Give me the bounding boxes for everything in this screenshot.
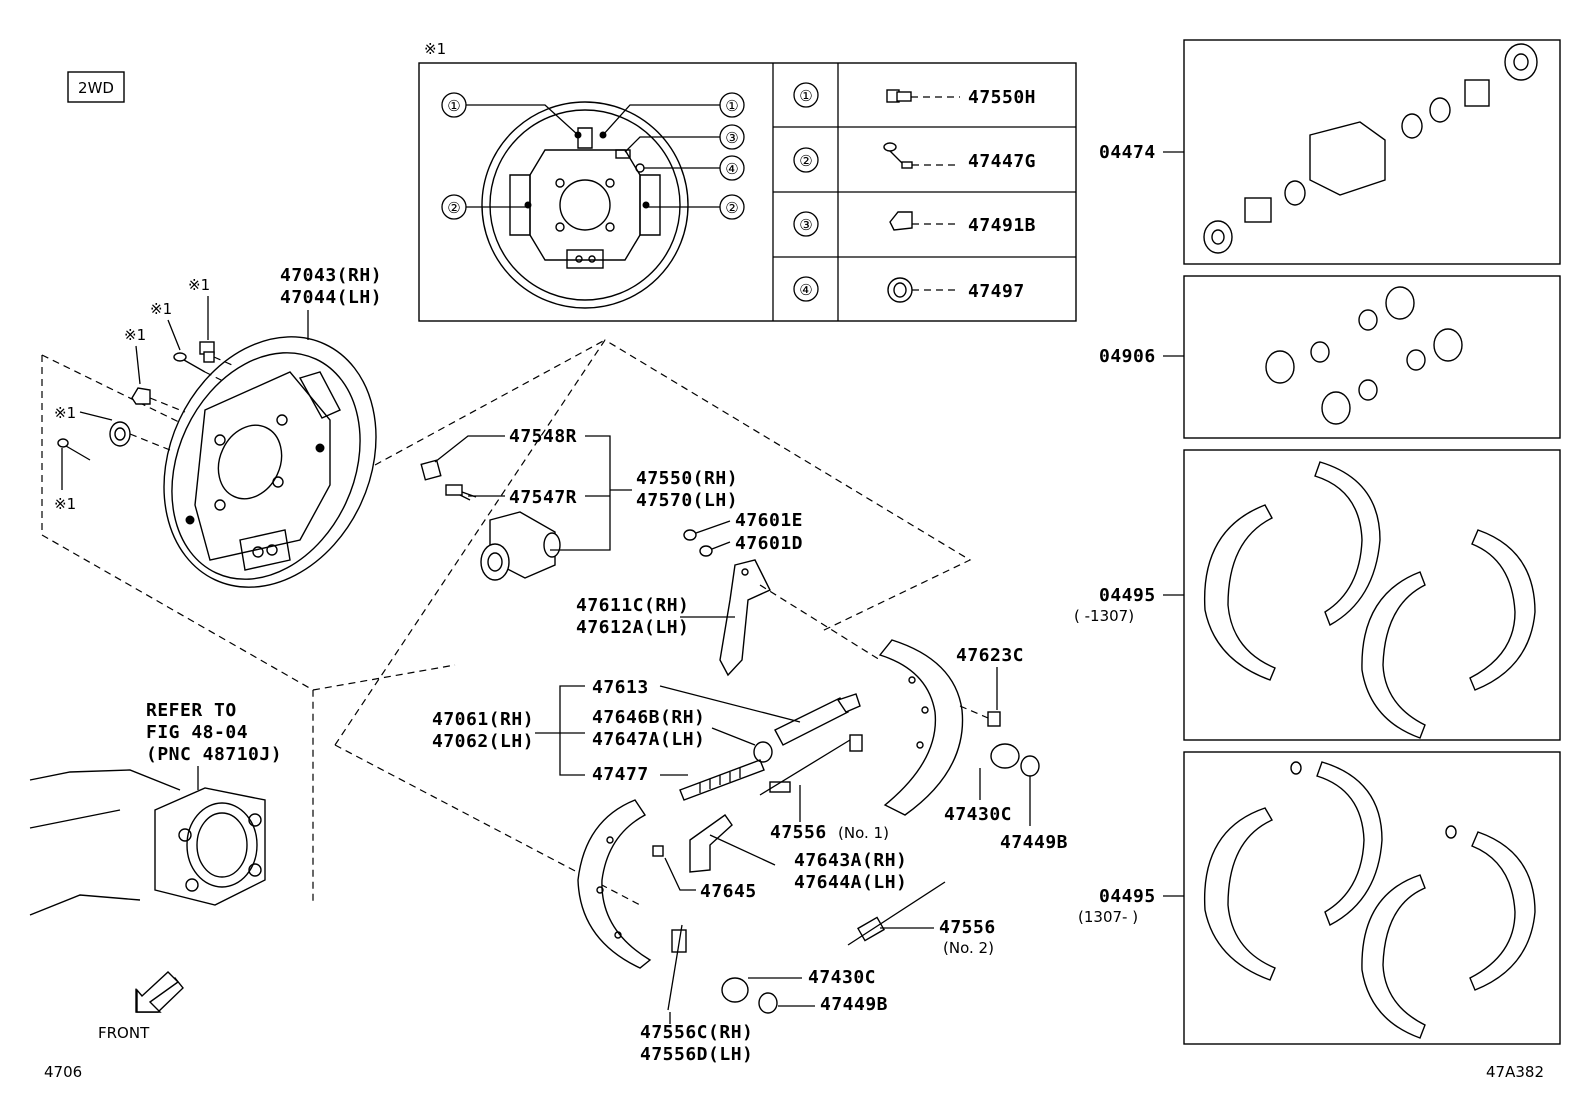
wheel-cylinder xyxy=(420,459,561,581)
callout-row: ② 47447G xyxy=(793,142,1036,173)
svg-text:※1: ※1 xyxy=(150,300,172,318)
inset-box xyxy=(418,62,1077,322)
label-47601E: 47601E xyxy=(735,510,803,531)
svg-text:※1: ※1 xyxy=(54,404,76,422)
brake-shoe-right xyxy=(878,639,964,816)
label-47556-no1-note: (No. 1) xyxy=(838,824,889,842)
adjuster-assembly xyxy=(679,693,861,801)
spring-cup-b xyxy=(721,977,778,1014)
callout-row: ① 47550H xyxy=(793,82,1036,108)
label-47644A: 47644A(LH) xyxy=(794,872,907,893)
label-47550: 47550(RH) xyxy=(636,468,738,489)
spring-no1 xyxy=(759,734,863,796)
parking-lever xyxy=(652,814,733,873)
inset-backing-plate xyxy=(481,101,689,309)
label-47556C: 47556C(RH) xyxy=(640,1022,753,1043)
label-47570: 47570(LH) xyxy=(636,490,738,511)
label-47430C-a: 47430C xyxy=(944,804,1012,825)
svg-text:④: ④ xyxy=(725,160,738,178)
label-47043: 47043(RH) xyxy=(280,265,382,286)
label-47556-no2: 47556 xyxy=(939,917,996,938)
refer-line-1: REFER TO xyxy=(146,700,237,721)
label-47062: 47062(LH) xyxy=(432,731,534,752)
callout-row: ④ 47497 xyxy=(793,276,1025,303)
label-47061: 47061(RH) xyxy=(432,709,534,730)
refer-line-3: (PNC 48710J) xyxy=(146,744,282,765)
svg-text:③: ③ xyxy=(799,216,812,234)
svg-text:※1: ※1 xyxy=(54,495,76,513)
variant-badge-text: 2WD xyxy=(78,79,114,97)
svg-text:※1: ※1 xyxy=(124,326,146,344)
adjust-lever xyxy=(719,559,771,677)
svg-text:②: ② xyxy=(799,152,812,170)
axle-housing xyxy=(29,769,266,916)
svg-text:④: ④ xyxy=(799,281,812,299)
svg-text:②: ② xyxy=(725,199,738,217)
label-47547R: 47547R xyxy=(509,487,577,508)
inset-ref-mark: ※1 xyxy=(424,40,446,58)
label-47430C-b: 47430C xyxy=(808,967,876,988)
svg-text:47447G: 47447G xyxy=(968,151,1036,172)
kit-box-04495-b: 04495 (1307- ) xyxy=(1078,751,1561,1045)
label-47556D: 47556D(LH) xyxy=(640,1044,753,1065)
label-47647A: 47647A(LH) xyxy=(592,729,705,750)
svg-text:(1307- ): (1307- ) xyxy=(1078,908,1138,926)
label-47611C: 47611C(RH) xyxy=(576,595,689,616)
svg-text:47491B: 47491B xyxy=(968,215,1036,236)
svg-text:①: ① xyxy=(799,87,812,105)
svg-text:※1: ※1 xyxy=(188,276,210,294)
svg-text:②: ② xyxy=(447,199,460,217)
front-arrow-icon xyxy=(135,971,184,1013)
label-47556-no2-note: (No. 2) xyxy=(943,939,994,957)
kit-box-04495-a: 04495 ( -1307) xyxy=(1074,449,1561,741)
front-label: FRONT xyxy=(98,1024,150,1042)
label-47556-no1: 47556 xyxy=(770,822,827,843)
label-47449B-b: 47449B xyxy=(820,994,888,1015)
svg-text:04906: 04906 xyxy=(1099,346,1156,367)
label-47612A: 47612A(LH) xyxy=(576,617,689,638)
washers xyxy=(683,529,713,557)
svg-text:47550H: 47550H xyxy=(968,87,1036,108)
label-47548R: 47548R xyxy=(509,426,577,447)
svg-text:47497: 47497 xyxy=(968,281,1025,302)
brake-shoe-left xyxy=(577,799,652,969)
label-47613: 47613 xyxy=(592,677,649,698)
backing-plate xyxy=(163,336,377,588)
label-47643A: 47643A(RH) xyxy=(794,850,907,871)
inset-callouts: ① ① ③ ④ ② ② xyxy=(441,92,745,220)
kit-box-04474: 04474 xyxy=(1099,39,1561,265)
spring-cup-a xyxy=(990,743,1040,777)
refer-line-2: FIG 48-04 xyxy=(146,722,248,743)
label-47646B: 47646B(RH) xyxy=(592,707,705,728)
svg-text:( -1307): ( -1307) xyxy=(1074,607,1134,625)
spring-47556c xyxy=(667,924,687,1011)
label-47645: 47645 xyxy=(700,881,757,902)
label-47449B-a: 47449B xyxy=(1000,832,1068,853)
footer-right: 47A382 xyxy=(1486,1063,1544,1081)
variant-badge: 2WD xyxy=(67,71,125,103)
label-47477: 47477 xyxy=(592,764,649,785)
label-47623C: 47623C xyxy=(956,645,1024,666)
fastener-group: ※1 ※1 ※1 ※1 ※1 xyxy=(54,276,233,513)
label-47601D: 47601D xyxy=(735,533,803,554)
spring-no2 xyxy=(847,881,946,946)
label-47044: 47044(LH) xyxy=(280,287,382,308)
svg-text:③: ③ xyxy=(725,129,738,147)
callout-row: ③ 47491B xyxy=(793,211,1036,237)
svg-text:04474: 04474 xyxy=(1099,142,1156,163)
svg-text:①: ① xyxy=(447,97,460,115)
left-dashed-outline xyxy=(41,339,972,906)
callout-table: ① 47550H ② 47447G ③ 47491B ④ xyxy=(793,82,1036,303)
svg-text:①: ① xyxy=(725,97,738,115)
svg-text:04495: 04495 xyxy=(1099,585,1156,606)
kit-box-04906: 04906 xyxy=(1099,275,1561,439)
footer-left: 4706 xyxy=(44,1063,82,1081)
svg-text:04495: 04495 xyxy=(1099,886,1156,907)
